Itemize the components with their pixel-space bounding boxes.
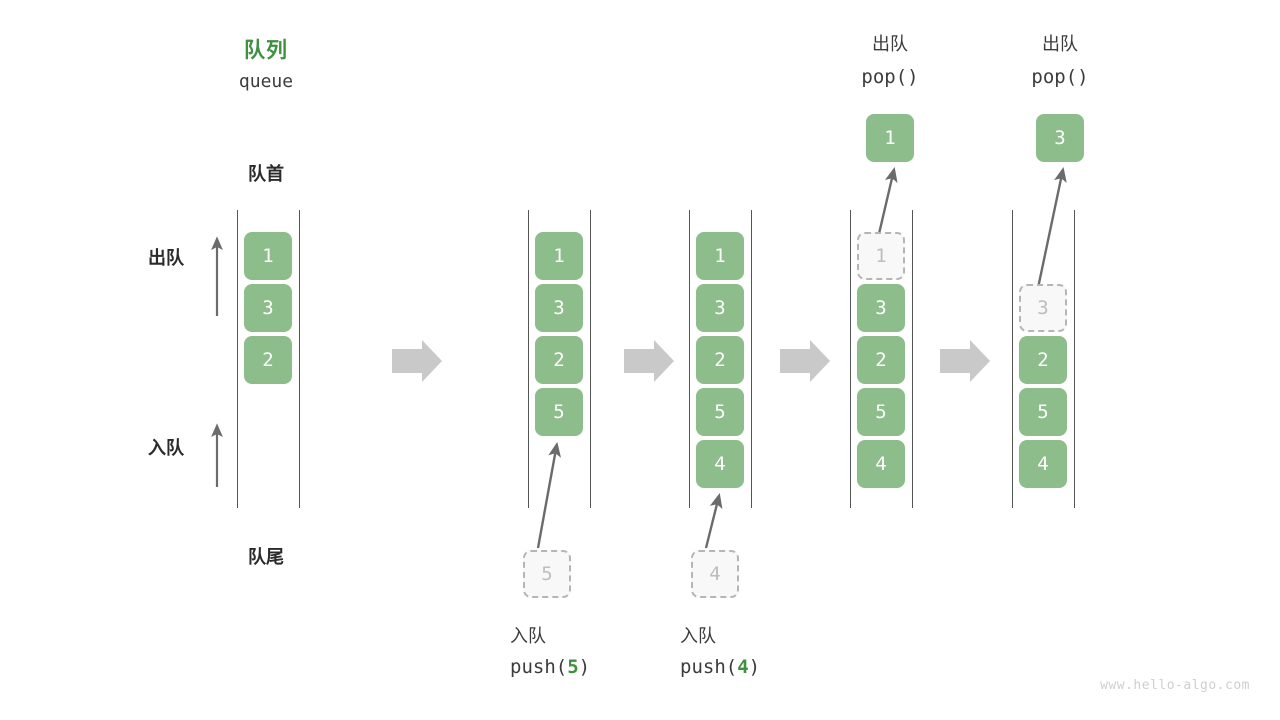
queue-rail-right-3	[751, 210, 752, 508]
queue-rail-left-3	[689, 210, 690, 508]
queue-cell[interactable]: 4	[1019, 440, 1067, 488]
queue-cell-new[interactable]: 5	[535, 388, 583, 436]
push-code-prefix-4: push(	[680, 656, 738, 678]
push-label-cn-5: 入队	[510, 626, 546, 647]
queue-cell[interactable]: 3	[244, 284, 292, 332]
step-arrow-1	[392, 340, 442, 382]
queue-cell-new[interactable]: 4	[696, 440, 744, 488]
incoming-cell-4[interactable]: 4	[691, 550, 739, 598]
push-code-suffix-4: )	[748, 656, 761, 678]
popped-cell-1[interactable]: 1	[866, 114, 914, 162]
push-label-code-4: push(4)	[680, 656, 760, 678]
step-arrow-4	[940, 340, 990, 382]
pop-label-code-1: pop()	[861, 66, 919, 88]
push-label-code-5: push(5)	[510, 656, 590, 678]
queue-cell[interactable]: 4	[857, 440, 905, 488]
queue-cell[interactable]: 1	[244, 232, 292, 280]
queue-cell[interactable]: 2	[1019, 336, 1067, 384]
queue-title-en: queue	[238, 71, 294, 92]
queue-cell-removed[interactable]: 1	[857, 232, 905, 280]
pop-label-code-3: pop()	[1031, 66, 1089, 88]
step-arrow-3	[780, 340, 830, 382]
incoming-cell-5[interactable]: 5	[523, 550, 571, 598]
queue-cell[interactable]: 2	[535, 336, 583, 384]
queue-rail-left-2	[528, 210, 529, 508]
pop-arrow-1	[876, 166, 898, 239]
queue-cell[interactable]: 2	[696, 336, 744, 384]
pop-arrow-3	[1036, 166, 1067, 289]
queue-cell-removed[interactable]: 3	[1019, 284, 1067, 332]
queue-cell[interactable]: 5	[1019, 388, 1067, 436]
queue-rail-left-4	[850, 210, 851, 508]
queue-rail-left-1	[237, 210, 238, 508]
push-arrow-4	[704, 493, 723, 549]
queue-cell[interactable]: 3	[696, 284, 744, 332]
push-arrow-5	[536, 441, 562, 549]
pop-label-cn-3: 出队	[1042, 34, 1078, 55]
enqueue-side-label: 入队	[148, 438, 184, 459]
queue-cell[interactable]: 1	[535, 232, 583, 280]
queue-cell[interactable]: 2	[857, 336, 905, 384]
push-code-value-5: 5	[567, 656, 579, 678]
queue-rail-right-5	[1074, 210, 1075, 508]
watermark: www.hello-algo.com	[1100, 678, 1250, 693]
rear-label: 队尾	[248, 547, 284, 568]
queue-cell[interactable]: 5	[857, 388, 905, 436]
push-code-value-4: 4	[737, 656, 749, 678]
queue-cell[interactable]: 1	[696, 232, 744, 280]
queue-cell[interactable]: 2	[244, 336, 292, 384]
push-code-suffix-5: )	[578, 656, 591, 678]
queue-cell[interactable]: 3	[857, 284, 905, 332]
queue-title-cn: 队列	[244, 38, 288, 62]
step-arrow-2	[624, 340, 674, 382]
front-label: 队首	[248, 164, 284, 185]
queue-rail-left-5	[1012, 210, 1013, 508]
queue-cell[interactable]: 5	[696, 388, 744, 436]
pop-label-cn-1: 出队	[872, 34, 908, 55]
push-code-prefix-5: push(	[510, 656, 568, 678]
queue-rail-right-2	[590, 210, 591, 508]
dequeue-side-label: 出队	[148, 248, 184, 269]
push-label-cn-4: 入队	[680, 626, 716, 647]
queue-rail-right-1	[299, 210, 300, 508]
queue-cell[interactable]: 3	[535, 284, 583, 332]
queue-rail-right-4	[912, 210, 913, 508]
popped-cell-3[interactable]: 3	[1036, 114, 1084, 162]
